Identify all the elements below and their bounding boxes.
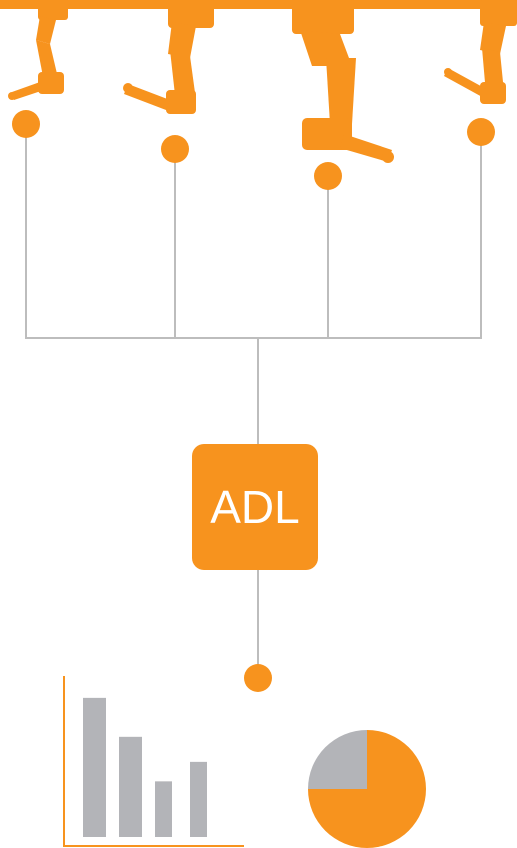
bar-3 <box>155 781 172 837</box>
bar-1 <box>83 697 106 837</box>
node-dot-3 <box>314 162 342 190</box>
robot-arm-2-icon <box>123 0 214 114</box>
node-dot-1 <box>12 110 40 138</box>
robot-arm-1-icon <box>8 0 68 100</box>
robot-arm-3-icon <box>292 0 394 163</box>
robot-arm-4-icon <box>444 0 517 104</box>
pie-chart <box>308 730 426 848</box>
connection-lines <box>25 124 482 678</box>
node-dot-2 <box>161 135 189 163</box>
node-dot-4 <box>467 118 495 146</box>
pie-slice-2 <box>308 730 367 789</box>
adl-hub-box <box>192 444 318 570</box>
adl-hub-label: ADL <box>210 481 300 533</box>
bar-4 <box>190 761 207 837</box>
bar-2 <box>119 736 142 837</box>
output-node-dot <box>244 664 272 692</box>
bar-chart <box>63 676 244 847</box>
top-rail <box>0 0 517 9</box>
